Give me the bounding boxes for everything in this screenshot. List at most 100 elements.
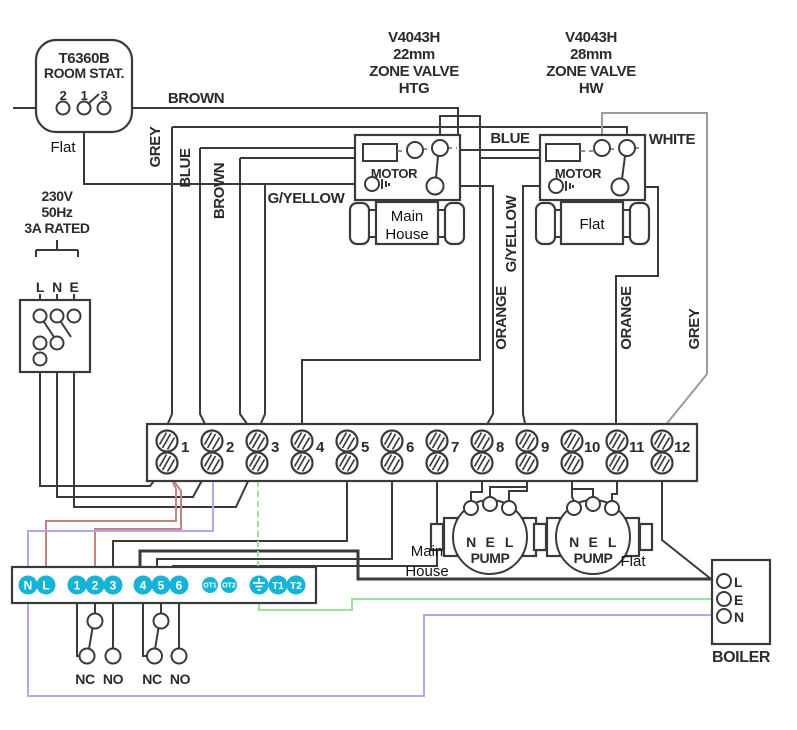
programmer-terminal-t2: T2 — [286, 575, 306, 595]
svg-text:1: 1 — [74, 579, 81, 593]
svg-text:OT2: OT2 — [222, 583, 236, 590]
programmer-terminal-earth — [249, 575, 269, 595]
room-stat-terminal-2: 2 — [60, 88, 67, 103]
wire-t9-pump1-l — [489, 480, 528, 501]
pump-main-house: N E L PUMP Main House — [405, 496, 551, 580]
wire-mains-l — [39, 372, 162, 487]
wire-purple-neutral — [27, 475, 715, 697]
strip-number-7: 7 — [451, 439, 459, 456]
mains-voltage: 230V — [41, 188, 73, 204]
programmer-terminal-t1: T1 — [268, 575, 288, 595]
svg-text:2: 2 — [92, 579, 99, 593]
earth-icon — [253, 578, 265, 591]
wire-t12-boiler-l — [661, 480, 712, 580]
strip-number-9: 9 — [541, 439, 549, 456]
strip-number-5: 5 — [361, 439, 369, 456]
wire-prog-4-to-boiler-l — [138, 549, 715, 581]
terminal-strip: 1 2 3 4 5 6 7 8 9 10 11 12 — [145, 422, 699, 483]
mains-terminal-e: E — [70, 279, 79, 295]
programmer-terminal-4: 4 — [133, 575, 153, 595]
programmer-terminal-block: N L 1 2 3 4 5 6 — [10, 565, 318, 605]
label-gyellow-right: G/YELLOW — [503, 194, 520, 272]
wire-orange-left — [443, 185, 494, 429]
valve-htg-title-4: HTG — [399, 80, 429, 97]
svg-text:4: 4 — [140, 579, 147, 593]
contact-nc-2: NC — [142, 671, 162, 687]
label-brown-top: BROWN — [168, 90, 224, 107]
strip-number-2: 2 — [226, 439, 234, 456]
pump1-terminal-l: L — [505, 534, 514, 550]
label-blue-left: BLUE — [177, 148, 194, 188]
mains-rating: 3A RATED — [24, 220, 90, 236]
wire-gyellow-left — [83, 115, 365, 429]
boiler-terminal-l: L — [734, 574, 743, 590]
boiler-terminal-n: N — [734, 609, 744, 625]
room-stat: T6360B ROOM STAT. 2 1 3 Flat — [34, 38, 134, 156]
svg-text:6: 6 — [176, 579, 183, 593]
strip-number-10: 10 — [584, 439, 600, 456]
valve-hw-motor-label: MOTOR — [555, 166, 602, 181]
pump1-terminal-e: E — [486, 534, 495, 550]
wire-t11-pump2-l — [611, 480, 618, 501]
programmer-terminal-l: L — [36, 575, 56, 595]
zone-valve-htg: V4043H 22mm ZONE VALVE HTG MOTOR Main Ho… — [348, 29, 466, 246]
mains-terminal-l: L — [36, 279, 45, 295]
wire-orange-right — [615, 186, 659, 430]
strip-number-11: 11 — [629, 439, 644, 456]
valve-hw-title-3: ZONE VALVE — [546, 63, 636, 80]
wire-t10-pump2-n — [571, 480, 594, 502]
wire-t8-pump1-n — [470, 480, 483, 501]
label-grey-left: GREY — [147, 126, 164, 167]
programmer-terminal-5: 5 — [151, 575, 171, 595]
valve-hw-zone: Flat — [579, 216, 605, 233]
label-orange-right: ORANGE — [618, 286, 635, 350]
programmer-contacts: NC NO NC NO — [75, 603, 191, 687]
boiler: L E N BOILER — [710, 558, 771, 666]
strip-number-3: 3 — [271, 439, 279, 456]
mains-terminal-n: N — [52, 279, 62, 295]
earth-icon — [565, 181, 574, 191]
pump2-terminal-e: E — [589, 534, 598, 550]
room-stat-model: T6360B — [59, 50, 111, 67]
wire-blue-mid — [301, 115, 540, 430]
pump-flat: N E L PUMP Flat — [532, 496, 654, 575]
svg-text:5: 5 — [158, 579, 165, 593]
strip-number-6: 6 — [406, 439, 414, 456]
pump2-terminal-l: L — [608, 534, 617, 550]
valve-hw-title-2: 28mm — [570, 46, 612, 63]
pump2-label: PUMP — [574, 550, 613, 566]
pump1-zone-2: House — [405, 563, 448, 580]
programmer-terminal-ot2: OT2 — [221, 577, 237, 593]
zone-valve-hw: V4043H 28mm ZONE VALVE HW MOTOR Flat — [534, 29, 651, 246]
room-stat-terminal-1: 1 — [81, 88, 88, 103]
valve-htg-motor-label: MOTOR — [371, 166, 418, 181]
valve-htg-zone-2: House — [385, 226, 428, 243]
valve-htg-zone-1: Main — [391, 208, 424, 225]
label-gyellow-left: G/YELLOW — [268, 190, 346, 207]
svg-text:N: N — [24, 579, 33, 593]
wire-white-grey-right — [601, 112, 708, 428]
svg-text:OT1: OT1 — [203, 583, 217, 590]
programmer-terminal-ot1: OT1 — [202, 577, 218, 593]
contact-no-1: NO — [103, 671, 124, 687]
contact-nc-1: NC — [75, 671, 95, 687]
room-stat-terminal-3: 3 — [101, 88, 108, 103]
svg-text:3: 3 — [110, 579, 117, 593]
programmer-terminal-3: 3 — [103, 575, 123, 595]
label-brown-left: BROWN — [211, 163, 228, 219]
label-orange-left: ORANGE — [493, 286, 510, 350]
strip-number-8: 8 — [496, 439, 504, 456]
label-blue-mid: BLUE — [490, 130, 530, 147]
wire-green-earth — [257, 475, 715, 611]
mains-frequency: 50Hz — [41, 204, 72, 220]
svg-text:T1: T1 — [272, 581, 284, 592]
wire-mains-e — [73, 372, 252, 508]
room-stat-zone: Flat — [50, 139, 76, 156]
label-white-right: WHITE — [649, 131, 696, 148]
programmer-terminal-2: 2 — [85, 575, 105, 595]
valve-htg-title-1: V4043H — [388, 29, 440, 46]
valve-htg-title-3: ZONE VALVE — [369, 63, 459, 80]
svg-text:L: L — [42, 579, 49, 593]
